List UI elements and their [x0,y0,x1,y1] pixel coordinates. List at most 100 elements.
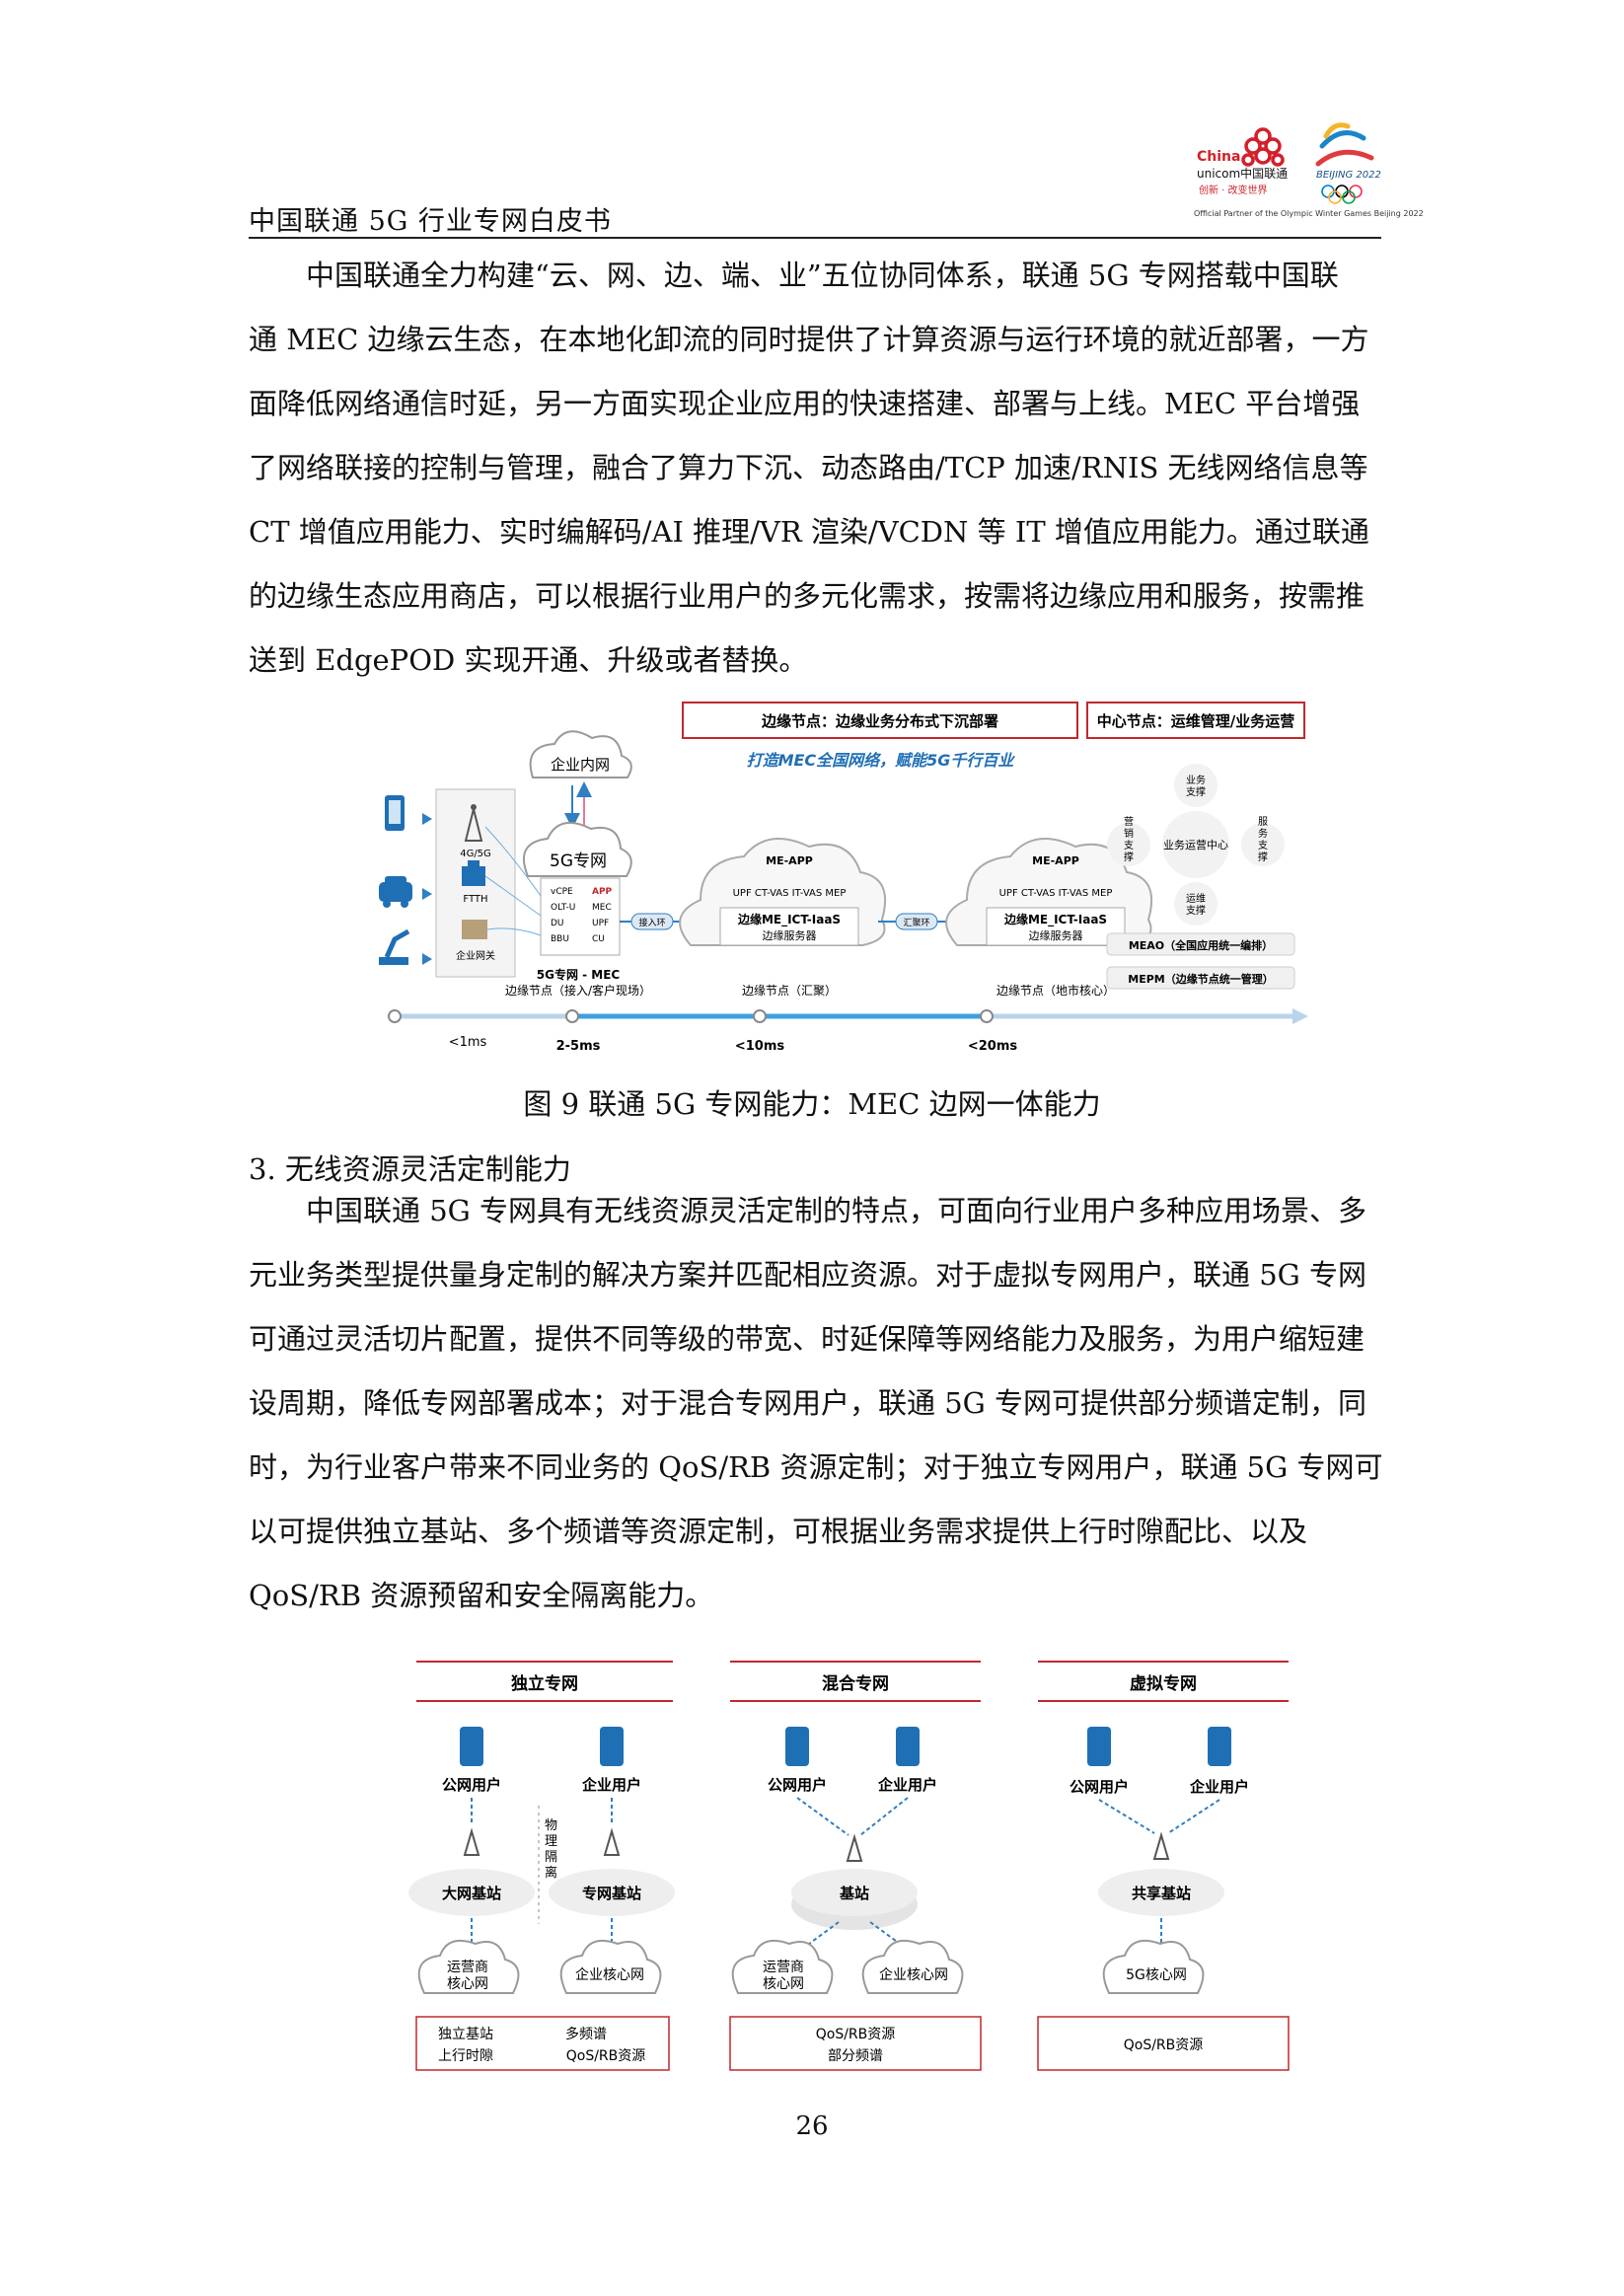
core-item: DU [551,919,564,928]
me-row-label: UPF CT-VAS IT-VAS MEP [999,888,1113,899]
me-iaas-label: 边缘ME_ICT-IaaS [737,912,841,927]
cell-tower-icon [846,1833,863,1862]
core-item: APP [592,887,613,897]
figure-9-caption: 图 9 联通 5G 专网能力：MEC 边网一体能力 [523,1087,1101,1121]
hybrid-network-column: 混合专网 公网用户 企业用户 基站 运营商核心网 企业核心网 QoS/RB资源 … [729,1661,982,2071]
cloud-label: 运营商核心网 [763,1960,804,1992]
user-label: 公网用户 [768,1776,827,1794]
bs-label: 专网基站 [582,1885,641,1902]
text-line: CT 增值应用能力、实时编解码/AI 推理/VR 渲染/VCDN 等 IT 增值… [249,515,1369,549]
cloud-label: 运营商核心网 [447,1960,488,1992]
phone-icon [1208,1727,1231,1766]
ops-bottom-label: 运维支撑 [1186,892,1206,917]
access-ring [630,913,674,930]
cell-tower-icon [603,1827,621,1856]
virtual-network-column: 虚拟专网 公网用户 企业用户 共享基站 5G核心网 QoS/RB资源 [1037,1661,1290,2071]
5g-private-network-label: 5G专网 [550,852,607,871]
text-line: 以可提供独立基站、多个频谱等资源定制，可根据业务需求提供上行时隙配比、以及 [249,1515,1308,1548]
latency-label: <1ms [449,1035,487,1050]
olympic-rings-icon [1321,185,1363,204]
text-line: 设周期，降低专网部署成本；对于混合专网用户，联通 5G 专网可提供部分频谱定制，… [249,1386,1367,1420]
text-line: 元业务类型提供量身定制的解决方案并匹配相应资源。对于虚拟专网用户，联通 5G 专… [249,1258,1367,1292]
text-line: 了网络联接的控制与管理，融合了算力下沉、动态路由/TCP 加速/RNIS 无线网… [249,451,1368,484]
aggregation-ring [895,913,938,930]
me-app-label: ME-APP [1032,854,1079,867]
section-heading: 3. 无线资源灵活定制能力 [249,1152,571,1186]
gateway-icon [462,920,487,939]
user-label: 企业用户 [581,1776,641,1794]
phone-icon [600,1727,624,1766]
node1-label: 5G专网 - MEC [537,967,621,982]
page-number: 26 [795,2111,829,2141]
latency-label: <20ms [968,1039,1018,1054]
standalone-network-column: 独立专网 公网用户 企业用户 大网基站 专网基站 物理隔离 运营商核心网 企业核… [408,1661,675,2071]
cloud-label: 5G核心网 [1126,1967,1187,1983]
building-icon [462,860,485,886]
ops-right-label: 服务支撑 [1258,816,1268,863]
text-line: 面降低网络通信时延，另一方面实现企业应用的快速搭建、部署与上线。MEC 平台增强 [249,387,1361,420]
ops-center-label: 业务运营中心 [1163,838,1228,852]
bs-label: 共享基站 [1132,1885,1191,1902]
logo-en1: China [1197,149,1240,165]
china-unicom-logo: China unicom中国联通 创新 · 改变世界 [1197,127,1288,196]
phone-icon [1087,1727,1111,1766]
logo-en2: unicom中国联通 [1197,166,1288,181]
device-arrows [422,813,432,965]
mec-core-items: vCPE APP OLT-U MEC DU UPF BBU CU [551,887,613,944]
enterprise-intranet-cloud: 企业内网 [529,730,632,778]
feature-label: QoS/RB资源 [1124,2037,1204,2053]
text-line: 时，为行业客户带来不同业务的 QoS/RB 资源定制；对于独立专网用户，联通 5… [249,1450,1383,1484]
paragraph-1: 中国联通全力构建“云、网、边、端、业”五位协同体系，联通 5G 专网搭载中国联 … [249,244,1383,693]
beijing-2022-logo: BEIJING 2022 [1315,122,1381,204]
core-item: UPF [592,919,609,928]
aggregation-ring-label: 汇聚环 [903,918,929,928]
beijing-emblem-icon [1315,122,1374,167]
latency-timeline: <1ms 2-5ms <10ms <20ms [388,1008,1308,1054]
cell-tower-icon [463,1827,480,1856]
node2-label: 边缘节点（汇聚） [742,984,837,998]
access-ring-label: 接入环 [638,917,665,928]
user-label: 企业用户 [877,1776,937,1794]
header-title: 中国联通 5G 行业专网白皮书 [249,206,612,237]
node1-sub: 边缘节点（接入/客户现场） [505,983,651,998]
figure-10-private-network-types: 独立专网 公网用户 企业用户 大网基站 专网基站 物理隔离 运营商核心网 企业核… [408,1661,1290,2071]
tech-4g5g: 4G/5G [460,849,491,859]
center-node-box [1086,702,1305,739]
text-line: 送到 EdgePOD 实现开通、升级或者替换。 [249,643,808,677]
node3-label: 边缘节点（地市核心） [997,983,1115,998]
col-title: 虚拟专网 [1130,1673,1197,1694]
feature-label: QoS/RB资源 [816,2027,896,2042]
cloud-label: 企业核心网 [575,1966,644,1983]
logo-bj-text: BEIJING 2022 [1316,170,1381,181]
figure-9-mec-diagram: 边缘节点：边缘业务分布式下沉部署 中心节点：运维管理/业务运营 打造MEC全国网… [379,702,1308,1054]
cloud-label: 企业核心网 [879,1966,948,1983]
partner-line: Official Partner of the Olympic Winter G… [1194,209,1424,218]
core-item: OLT-U [551,903,575,913]
feature-label: 多频谱 [565,2026,607,2042]
phone-icon [896,1727,920,1766]
meao-box [1106,932,1295,956]
me-app-label: ME-APP [766,854,813,867]
col-title: 混合专网 [822,1673,889,1694]
center-node-box-label: 中心节点：运维管理/业务运营 [1097,712,1294,730]
phone-icon [785,1727,809,1766]
text-line: QoS/RB 资源预留和安全隔离能力。 [249,1579,714,1612]
core-item: MEC [592,903,612,913]
latency-label: 2-5ms [556,1039,601,1054]
mepm-label: MEPM（边缘节点统一管理） [1128,972,1273,986]
core-item: CU [592,934,605,944]
phone-icon [385,795,405,831]
meao-label: MEAO（全国应用统一编排） [1129,938,1273,952]
access-links [484,826,542,936]
me-row-label: UPF CT-VAS IT-VAS MEP [733,888,847,899]
me-iaas-label: 边缘ME_ICT-IaaS [1003,912,1107,927]
core-item: BBU [551,934,569,944]
feature-label: 上行时隙 [438,2048,493,2064]
ops-top-label: 业务支撑 [1186,774,1206,798]
col-title: 独立专网 [511,1673,578,1694]
edge-node-box [682,702,1078,739]
text-line: 通 MEC 边缘云生态，在本地化卸流的同时提供了计算资源与运行环境的就近部署，一… [249,323,1369,356]
me-server-label: 边缘服务器 [1029,929,1083,942]
phone-icon [460,1727,483,1766]
user-label: 企业用户 [1189,1778,1249,1796]
